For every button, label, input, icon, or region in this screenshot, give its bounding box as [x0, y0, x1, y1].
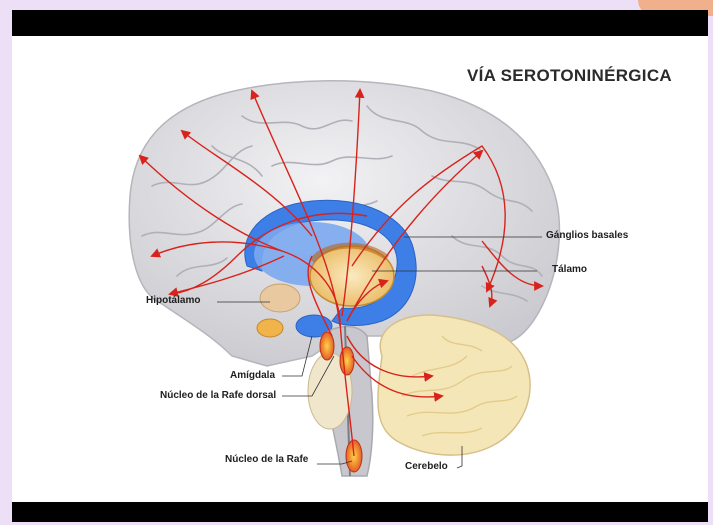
raphe-dorsal-nucleus-1	[320, 332, 334, 360]
label-amigdala: Amígdala	[230, 370, 275, 381]
pituitary	[257, 319, 283, 337]
label-cerebelo: Cerebelo	[405, 461, 448, 472]
label-ganglios-basales: Gánglios basales	[546, 230, 628, 241]
brain-diagram	[12, 36, 708, 502]
label-nucleo-rafe: Núcleo de la Rafe	[225, 454, 308, 465]
diagram-canvas: VÍA SEROTONINÉRGICA Gánglios basales Tál…	[12, 36, 708, 502]
hypothalamus	[260, 284, 300, 312]
label-hipotalamo: Hipotálamo	[146, 295, 200, 306]
diagram-title: VÍA SEROTONINÉRGICA	[12, 66, 672, 86]
label-talamo: Tálamo	[552, 264, 587, 275]
label-nucleo-rafe-dorsal: Núcleo de la Rafe dorsal	[160, 390, 276, 401]
